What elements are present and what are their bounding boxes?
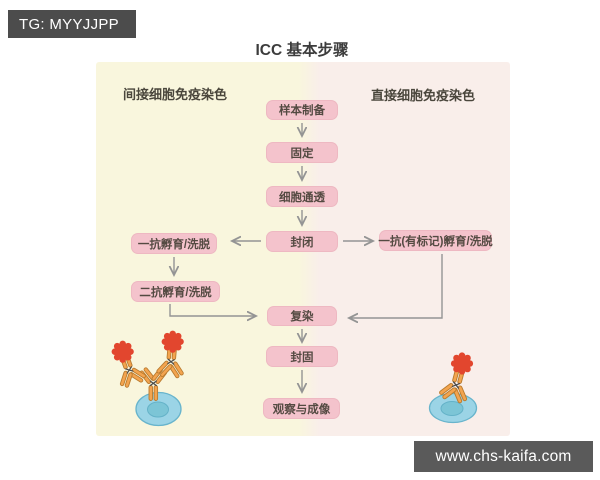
step-label: 样本制备 (279, 105, 325, 117)
step-box-sample-prep: 样本制备 (266, 100, 338, 120)
watermark-text: TG: MYYJJPP (19, 15, 119, 33)
step-box-secondary-incubation: 二抗孵育/洗脱 (131, 281, 220, 302)
fluorophore-label-icon (111, 340, 134, 363)
website-text: www.chs-kaifa.com (435, 447, 572, 465)
fluorophore-label-icon (450, 352, 474, 375)
step-box-labeled-primary-incubation: 一抗(有标记)孵育/洗脱 (378, 230, 493, 251)
step-box-primary-incubation: 一抗孵育/洗脱 (131, 233, 217, 254)
fluorophore-label-icon (161, 330, 184, 353)
watermark-badge: TG: MYYJJPP (8, 10, 136, 38)
step-box-permeabilization: 细胞通透 (266, 186, 338, 207)
indirect-section-header: 间接细胞免疫染色 (122, 87, 227, 102)
step-label: 观察与成像 (272, 403, 331, 416)
flow-connectors (170, 123, 443, 392)
step-box-mounting: 封固 (266, 346, 338, 367)
step-box-imaging: 观察与成像 (263, 398, 340, 419)
step-label: 固定 (290, 147, 314, 160)
step-label: 复染 (290, 311, 314, 323)
direct-section-header: 直接细胞免疫染色 (370, 88, 475, 103)
website-badge: www.chs-kaifa.com (414, 441, 593, 472)
step-box-blocking: 封闭 (266, 231, 338, 252)
step-box-fixation: 固定 (266, 142, 338, 163)
step-label: 封固 (290, 351, 314, 364)
indirect-staining-illustration (110, 330, 186, 427)
step-label: 细胞通透 (279, 191, 325, 204)
step-box-counterstain: 复染 (267, 306, 337, 326)
step-label: 一抗孵育/洗脱 (137, 238, 211, 251)
step-label: 二抗孵育/洗脱 (139, 286, 212, 299)
step-label: 封闭 (290, 236, 314, 249)
page-title: ICC 基本步骤 (255, 42, 349, 59)
step-label: 一抗(有标记)孵育/洗脱 (378, 235, 493, 248)
direct-staining-illustration (428, 352, 478, 424)
